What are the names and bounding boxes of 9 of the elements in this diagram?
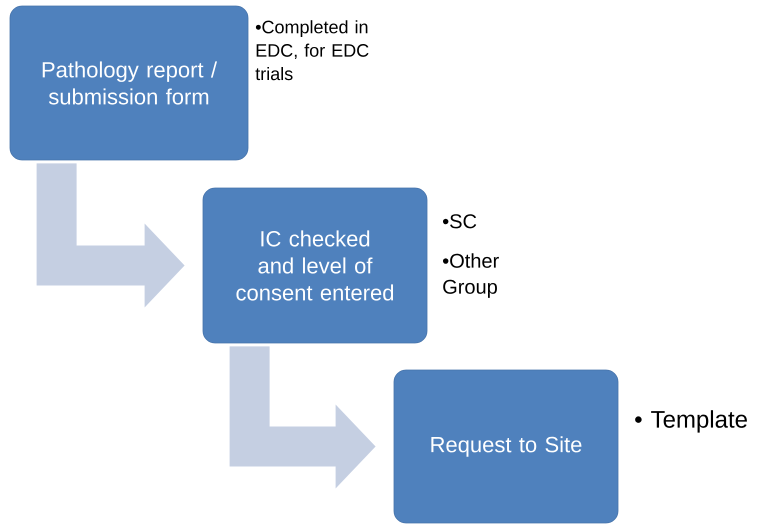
bullet-text: • Template xyxy=(635,410,747,433)
process-box: Pathology report / submission form xyxy=(10,6,248,160)
process-box: Request to Site xyxy=(394,370,618,524)
bullet-text: •Completed in EDC, for EDC trials xyxy=(255,20,368,80)
bullet-text: •Other Group xyxy=(442,253,499,298)
bullet-text: •SC xyxy=(442,214,476,228)
bent-arrow xyxy=(230,346,376,488)
bent-arrow xyxy=(36,163,185,308)
process-box: IC checked and level of consent entered xyxy=(202,188,428,344)
